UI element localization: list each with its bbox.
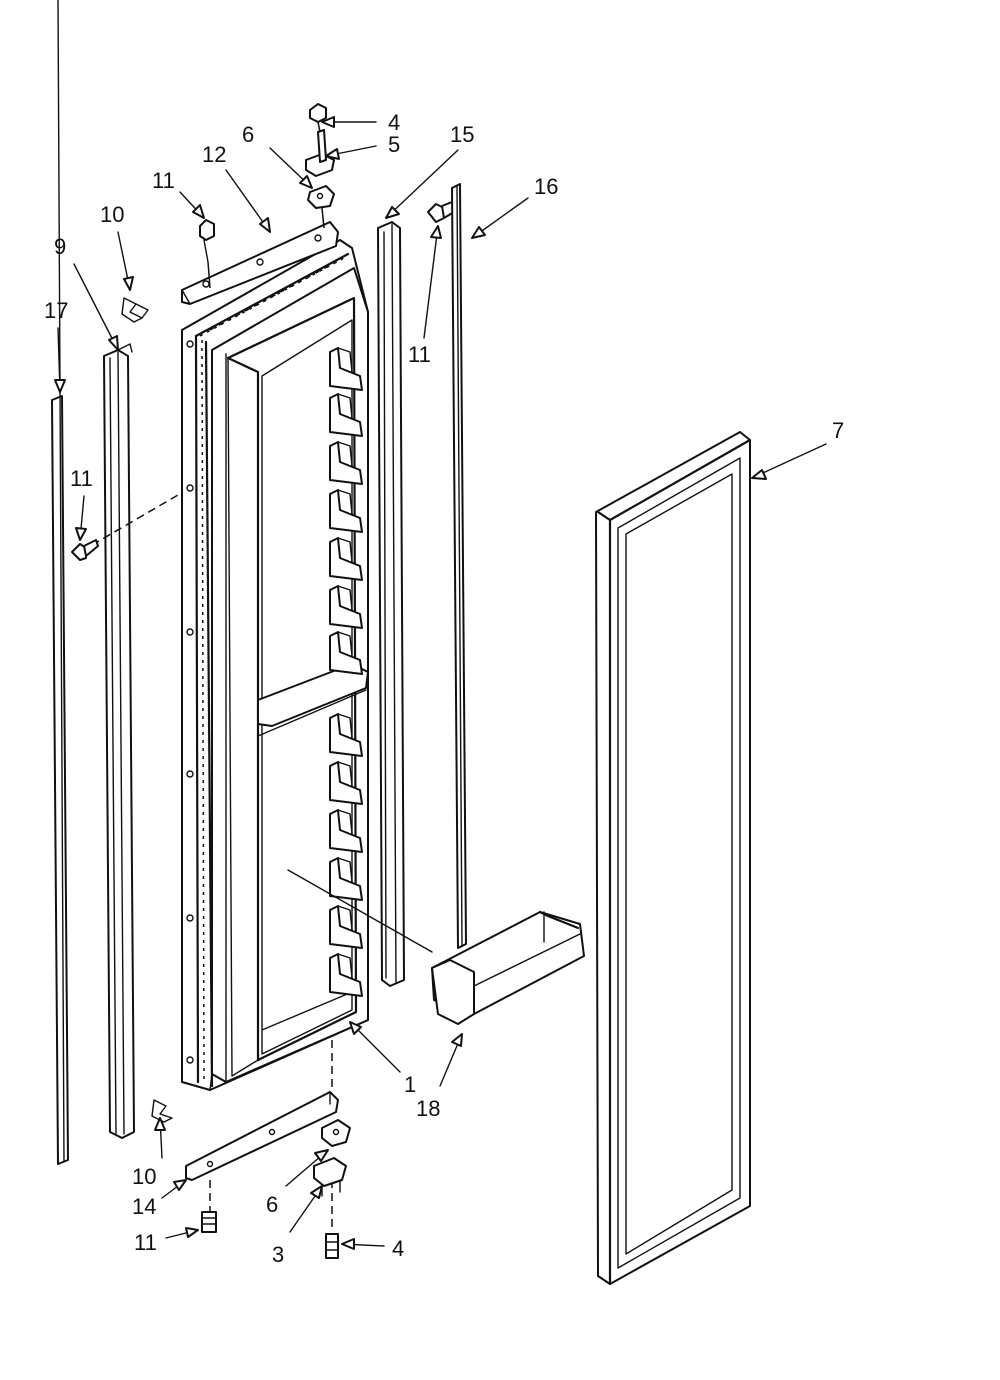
- callout-6: 6: [266, 1192, 278, 1217]
- part-15-trim-channel: [377, 221, 405, 987]
- shelf-rib-edge: [337, 393, 353, 419]
- callout-11: 11: [70, 466, 93, 491]
- callout-5: 5: [388, 132, 400, 157]
- shelf-rib-edge: [337, 585, 353, 611]
- shelf-rib-edge: [337, 713, 353, 739]
- part-9-trim-channel: [103, 343, 135, 1139]
- part-7-door-panel: [595, 431, 752, 1286]
- clip-icon: [151, 1099, 173, 1123]
- callout-16: 16: [534, 174, 558, 199]
- callout-11: 11: [408, 342, 431, 367]
- callout-14: 14: [132, 1194, 156, 1219]
- screw-icon: [325, 1233, 339, 1259]
- part-5-hinge-pin: [305, 129, 335, 177]
- shelf-rib-edge: [337, 631, 353, 657]
- callout-12: 12: [202, 142, 226, 167]
- shelf-rib-edge: [337, 761, 353, 787]
- clip-icon: [121, 297, 149, 323]
- shelf-rib-edge: [337, 537, 353, 563]
- shelf-rib-edge: [337, 905, 353, 931]
- part-16-trim-strip: [451, 183, 467, 949]
- callout-10: 10: [100, 202, 124, 227]
- screw-icon: [71, 539, 99, 561]
- shelf-rib-edge: [337, 809, 353, 835]
- screw-icon: [309, 103, 327, 133]
- part-6-hinge-plate: [307, 185, 335, 229]
- callout-4: 4: [392, 1236, 404, 1261]
- shelf-rib-edge: [337, 857, 353, 883]
- callout-1: 1: [404, 1072, 416, 1097]
- screw-icon: [201, 1211, 217, 1233]
- shelf-supports: [329, 347, 363, 997]
- screw-path-line: [91, 487, 191, 546]
- callout-labels: 1 3 4 4 5 6 6 7 9 10 10 11 11 11 11 12 1…: [44, 110, 844, 1267]
- shelf-rib-edge: [337, 347, 353, 373]
- part-14-bottom-bracket: [185, 1091, 339, 1181]
- screw-icon: [199, 219, 215, 289]
- leader-lines: [54, 116, 827, 1250]
- shelf-rib-edge: [337, 953, 353, 979]
- callout-10: 10: [132, 1164, 156, 1189]
- shelf-rib-edge: [337, 441, 353, 467]
- callout-18: 18: [416, 1096, 440, 1121]
- part-17-trim-strip: [51, 0, 69, 1165]
- callout-17: 17: [44, 298, 68, 323]
- callout-15: 15: [450, 122, 474, 147]
- callout-11: 11: [134, 1230, 157, 1255]
- callout-9: 9: [54, 234, 66, 259]
- part-12-hinge-bracket: [181, 221, 339, 305]
- callout-6: 6: [242, 122, 254, 147]
- shelf-rib-edge: [337, 489, 353, 515]
- part-18-door-bin: [431, 910, 585, 1025]
- part-6-hinge-plate: [321, 1119, 351, 1147]
- screw-icon: [427, 201, 455, 223]
- callout-11: 11: [152, 168, 175, 193]
- callout-3: 3: [272, 1242, 284, 1267]
- part-3-hinge: [313, 1157, 347, 1197]
- callout-7: 7: [832, 418, 844, 443]
- callout-4: 4: [388, 110, 400, 135]
